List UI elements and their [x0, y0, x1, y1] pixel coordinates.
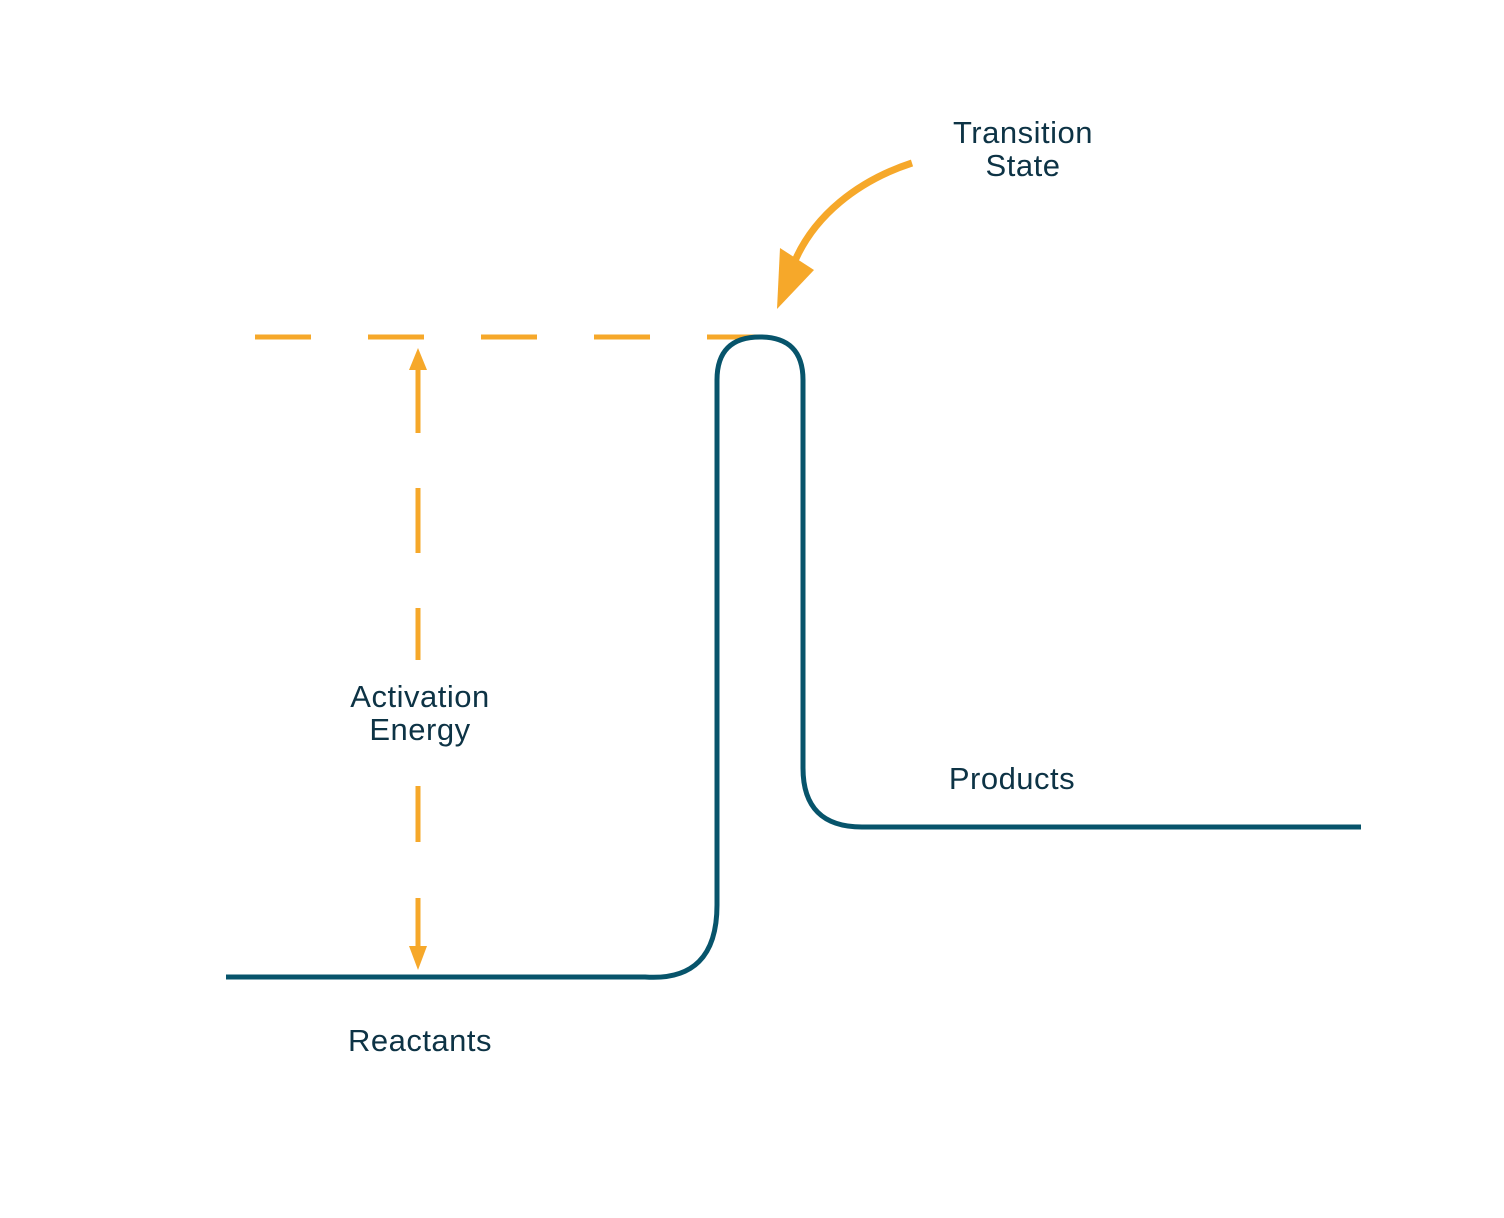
reactants-label: Reactants	[348, 1023, 492, 1058]
reaction-energy-curve	[226, 334, 1361, 980]
activation-energy-label-line1: Activation	[350, 679, 489, 714]
transition-state-label-line1: Transition	[953, 115, 1093, 150]
activation-energy-label-line2: Energy	[369, 712, 470, 747]
activation-arrow-down-head	[409, 946, 427, 970]
activation-arrow-up-head	[409, 348, 427, 370]
transition-state-label-line2: State	[986, 148, 1061, 183]
products-label: Products	[949, 761, 1075, 796]
transition-state-curved-arrow	[788, 159, 914, 270]
transition-state-arrowhead	[777, 248, 814, 309]
